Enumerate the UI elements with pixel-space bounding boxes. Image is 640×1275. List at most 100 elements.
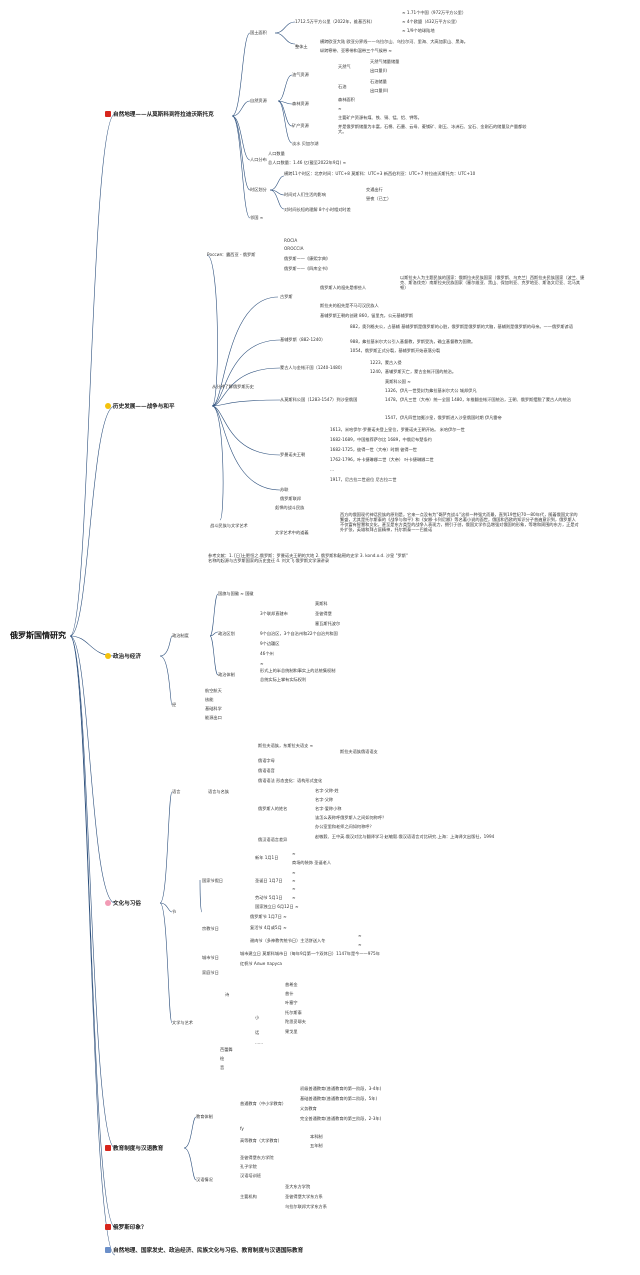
node-fest-family: 家庭节日: [202, 970, 219, 975]
node-fest-b1: ≈: [292, 870, 296, 875]
node-water: 淡水 贝加尔湖: [292, 141, 319, 146]
node-neighbors: 邻国 ≈: [250, 215, 264, 220]
node-natural: 自然资源: [250, 98, 267, 103]
node-fest-g1: ≈: [358, 933, 362, 938]
node-fest-h: 城市建立日 莫斯科城市日（每年9月第一个双休日）1147年是今——975年: [240, 951, 380, 956]
node-admin-a: 3个联邦直辖市: [260, 611, 288, 616]
node-pop-b: 总人口数量：1.46 亿(截至2022年9月) ≈: [268, 160, 347, 165]
node-area-a: ≈ 1.71个中国（972万平方公里）: [402, 10, 467, 15]
section-politics[interactable]: 政治与经济: [105, 653, 141, 661]
node-mongol: 蒙古人与金帐汗国（1240-1480）: [280, 365, 345, 370]
node-econ-b: 核能: [205, 697, 214, 702]
node-tsar-c: 1682-1725，彼得一世（大帝）时期 彼得一世: [330, 447, 417, 452]
node-moscow-d: 1547，伊凡四世加冕沙皇，俄罗斯进入沙皇俄国时期 伊凡雷帝: [385, 415, 502, 420]
node-edu-chinese-b: 孔子学院: [240, 1164, 257, 1169]
node-kiev-b: 988，弗拉基米尔大公引入基督教，罗斯受洗，确立基督教为国教。: [350, 339, 476, 344]
node-name-c: 俄罗斯——《康熙字典》: [284, 256, 331, 261]
node-edu-chinese-a: 圣彼得堡东方学院: [240, 1155, 274, 1160]
node-ancient-a: 俄罗斯人的祖先是哪些人: [320, 285, 367, 290]
node-lit: 文学与艺术: [172, 1020, 193, 1025]
node-tz-c: 对时间长短的理解 8个小时相对时差: [284, 207, 351, 212]
node-tz-b1: 交通出行: [366, 187, 383, 192]
section-education[interactable]: 教育制度与汉语教育: [105, 1145, 163, 1153]
node-moscow-b: 1326，伊凡一世受封为弗拉基米尔大公 城邦伊凡: [385, 388, 477, 393]
node-fest-g: 谢肉节（多神教传统节日）主活饼送入冬: [250, 938, 326, 943]
node-mineral-b: 并是俄罗斯储量为丰富，石棉、石墨、云母、菱镁矿、刚玉、冰洲石、宝石、金刚石的储量…: [338, 124, 527, 134]
node-ancient-b: 斯拉夫的祖先是不马可汉民族人: [320, 303, 379, 308]
node-admin-a1: 莫斯科: [315, 601, 328, 606]
node-lang-e5: 办公室里和老师之间如何称呼？: [315, 824, 374, 829]
node-land-b: 纵跨寒带、亚寒带和温带三个气候带 ≈: [320, 48, 392, 53]
star-icon: [105, 403, 111, 409]
star-icon: [105, 653, 111, 659]
node-lang-e: 俄罗斯人的姓名: [258, 806, 288, 811]
info-icon: [105, 1247, 111, 1253]
node-edu-basic-e: fy: [240, 1126, 244, 1131]
node-lang-f1: 赵敏毅、王中英.俄汉对比与翻译学习·赵敏毅.俄汉语语言对比研究.上海：上海译文出…: [315, 834, 495, 839]
node-art-b: 文学艺术中的道義: [275, 530, 309, 535]
node-ancient: 古罗斯: [280, 294, 293, 299]
node-lang-name: 语言与名族: [208, 789, 229, 794]
node-lang-a: 斯拉夫语族，东斯拉夫语支 ≈: [258, 743, 314, 748]
node-lit-f: 音: [220, 1065, 225, 1070]
node-forest-a: 森林面积: [338, 97, 355, 102]
node-admin-e: ≈: [260, 661, 264, 666]
node-ancient-a1: 以斯拉夫人为主题民族的国家：俄斯拉夫民族国家（俄罗斯、乌克兰）西斯拉夫民族国家（…: [400, 275, 585, 290]
section-history[interactable]: 历史发展——战争与和平: [105, 403, 175, 411]
node-econ-a: 航空航天: [205, 688, 222, 693]
section-culture[interactable]: 文化与习俗: [105, 900, 141, 908]
node-edu-chinese-d2: 圣彼得堡大学东方系: [285, 1194, 323, 1199]
node-moscow-a: 莫斯科公国 ≈: [385, 379, 411, 384]
node-tz-b: 时间对人们生活的影响: [284, 192, 326, 197]
node-federation: 俄罗斯联邦: [280, 496, 301, 501]
node-land-a: 横跨欧亚大陆 欧亚分界线——乌拉尔山、乌拉尔河、里海、大高加索山、黑海。: [320, 39, 468, 44]
node-mongol-a: 1223，蒙古入侵: [370, 360, 402, 365]
node-tz-a: 横跨11个时区：北京时间：UTC+8 莫斯科：UTC+3 新西伯利亚：UTC+7…: [284, 171, 476, 176]
node-name-a: ROCIA: [284, 238, 298, 243]
node-lit-c: 话: [255, 1030, 260, 1035]
node-lang-b: 俄语字母: [258, 758, 275, 763]
root-title: 俄罗斯国情研究: [10, 631, 66, 640]
node-lang-e1: 名字·父称·姓: [315, 788, 339, 793]
node-lit-d: 芭蕾舞: [220, 1047, 233, 1052]
node-land: 整体土: [295, 44, 308, 49]
node-fest-f: 复活节 4月或5月 ≈: [250, 925, 287, 930]
node-edu-chinese-d: 主要机构: [240, 1194, 257, 1199]
node-lang-e2: 名字·父称: [315, 797, 334, 802]
node-lang: 语言: [172, 789, 181, 794]
node-oil-a: 石油储量: [370, 79, 387, 84]
node-lit-c2: ......: [255, 1040, 263, 1045]
red-flag-icon: [105, 1145, 111, 1151]
node-admin-d: 46个州: [260, 651, 274, 656]
red-flag-icon: [105, 1224, 111, 1230]
node-edu-higher-b: 五年制: [310, 1143, 323, 1148]
node-econ-d: 能源出口: [205, 715, 222, 720]
node-moscow: 从莫斯科公国（1283-1547）到沙皇俄国: [280, 397, 358, 402]
node-lit-a1: 普希金: [285, 982, 298, 987]
section-summary[interactable]: 自然地理、国家发史、政治经济、民族文化与习俗、教育制度与汉语国际教育: [105, 1247, 305, 1255]
node-fest-a2: 商场的装饰 圣诞老人: [292, 860, 332, 865]
node-lang-e4: 该怎么表称呼俄罗斯人之间如何称呼？: [315, 815, 387, 820]
node-area-b: ≈ 4个欧盟（432万平方公里）: [402, 19, 460, 24]
node-lit-b: 小: [255, 1015, 260, 1020]
node-edu-chinese-c: 汉语培训班: [240, 1173, 261, 1178]
node-tsar-b: 1682-1689，中国推荐萨尔比 1689，中俄尼布楚条约: [330, 437, 432, 442]
section-geography[interactable]: 自然地理——从莫斯科到符拉迪沃斯托克: [105, 111, 214, 119]
section-impression[interactable]: 俄罗斯印象？: [105, 1224, 147, 1232]
node-mongol-b: 1240，基辅罗斯灭亡，蒙古金帐汗国的统治。: [370, 369, 457, 374]
node-edu-higher: 高等教育（大学教育）: [240, 1138, 282, 1143]
node-lang-c: 俄语语音: [258, 768, 275, 773]
node-festivals: 节: [172, 909, 177, 914]
house-icon: [105, 900, 111, 906]
node-fest-religious: 宗教节日: [202, 926, 219, 931]
node-art-b1: 西方的俄国现代神话民族的原则是，它来一点没有为"哥萨克战斗"这样一种强大而最，直…: [340, 512, 579, 532]
node-gov-b: 总统实际上掌有实际权利: [260, 677, 307, 682]
node-edu-basic-b: 基础普通教育(普通教育的第二阶段，5年): [300, 1096, 378, 1101]
node-admin-a3: 塞瓦斯托波尔: [315, 621, 341, 626]
node-history-main: 从分钟了解俄罗斯历史: [212, 384, 254, 389]
node-kiev-c: 1054，俄罗斯正式分裂，基辅罗斯开始衰落分裂: [350, 348, 441, 353]
node-admin: 政治区划: [218, 631, 235, 636]
node-forest-b: ≈: [338, 106, 342, 111]
node-area: 1712.5万平方公里（2022年，维基百科）: [295, 19, 375, 24]
node-edu-basic: 普通教育（中小学教育）: [240, 1101, 287, 1106]
